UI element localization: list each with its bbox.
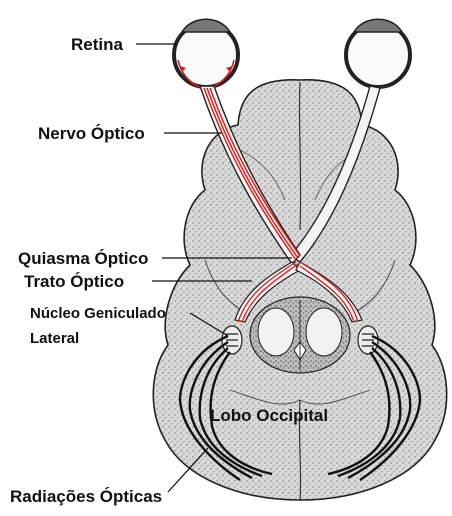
label-retina: Retina xyxy=(71,36,123,53)
label-optic-nerve: Nervo Óptico xyxy=(38,125,145,142)
brain xyxy=(153,80,446,500)
cornea-left xyxy=(182,19,230,32)
eye-left xyxy=(174,19,238,88)
cornea-right xyxy=(354,19,402,32)
label-occipital-lobe: Lobo Occipital xyxy=(210,407,328,424)
label-optic-radiations: Radiações Ópticas xyxy=(10,488,162,505)
label-lgn-line2: Lateral xyxy=(30,331,79,346)
label-lgn-line1: Núcleo Geniculado xyxy=(30,306,166,321)
label-optic-tract: Trato Óptico xyxy=(24,273,124,290)
label-optic-chiasm: Quiasma Óptico xyxy=(18,250,148,267)
cerebral-peduncle-left xyxy=(258,308,294,356)
eye-right xyxy=(346,19,410,87)
cerebral-peduncle-right xyxy=(306,308,342,356)
